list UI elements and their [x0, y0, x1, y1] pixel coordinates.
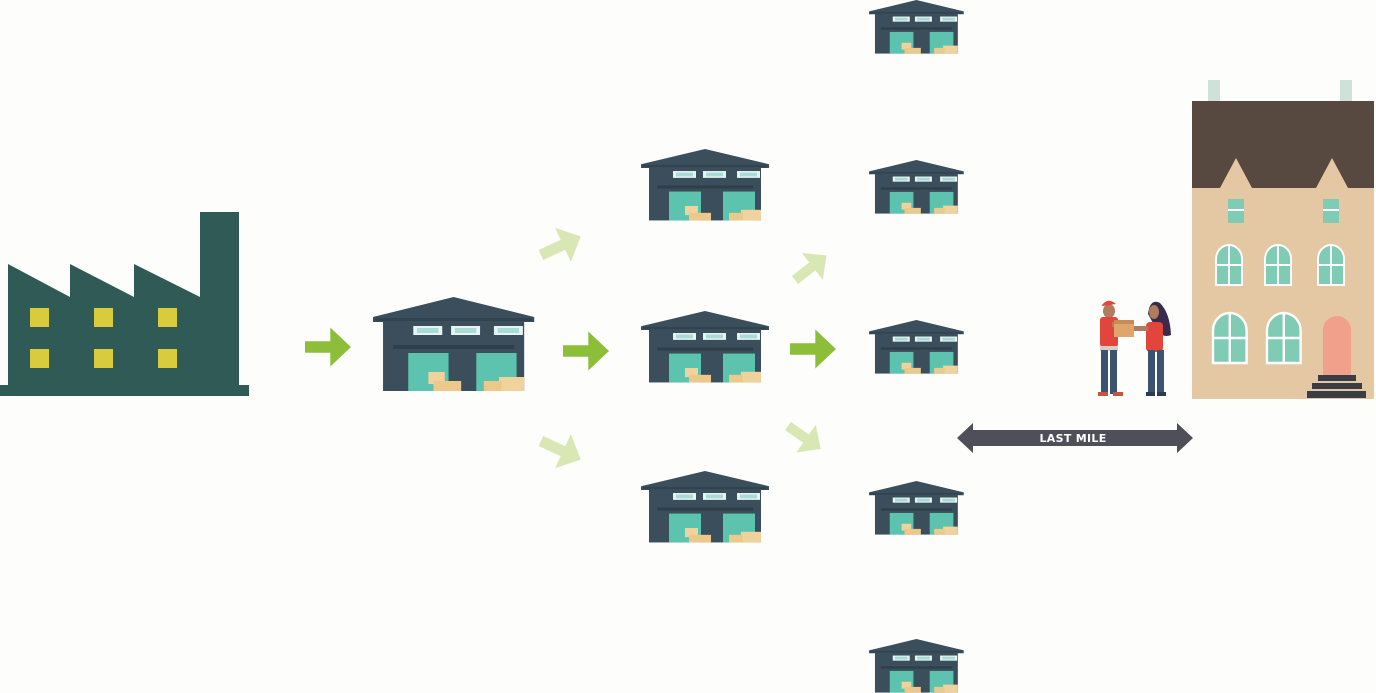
local-warehouse-icon	[869, 639, 964, 693]
house-icon	[1192, 80, 1374, 399]
delivery-people-icon	[1098, 300, 1171, 396]
local-warehouse-icon	[869, 481, 964, 535]
arrow-to-regional-middle	[563, 331, 609, 371]
house-door	[1323, 316, 1351, 376]
local-warehouse-icon	[869, 320, 964, 374]
courier-icon	[1098, 300, 1123, 396]
package-icon	[1114, 320, 1134, 337]
local-warehouse-icon	[869, 0, 964, 54]
arrow-to-central-warehouse	[305, 327, 351, 367]
last-mile-label: LAST MILE	[1039, 432, 1106, 445]
factory-icon	[0, 212, 249, 396]
arrow-to-local-upper	[784, 241, 837, 294]
regional-warehouse-icon	[641, 311, 769, 383]
local-warehouse-icon	[869, 160, 964, 214]
central-warehouse-icon	[372, 297, 535, 391]
arrow-to-local-lower	[778, 412, 831, 463]
arrow-to-regional-bottom	[533, 424, 589, 477]
customer-icon	[1134, 301, 1171, 396]
regional-warehouse-icon	[641, 471, 769, 543]
house-steps	[1307, 375, 1366, 398]
arrow-to-local-middle	[790, 329, 836, 369]
last-mile-arrow: LAST MILE	[957, 423, 1193, 453]
regional-warehouse-icon	[641, 149, 769, 221]
arrow-to-regional-top	[533, 219, 589, 272]
